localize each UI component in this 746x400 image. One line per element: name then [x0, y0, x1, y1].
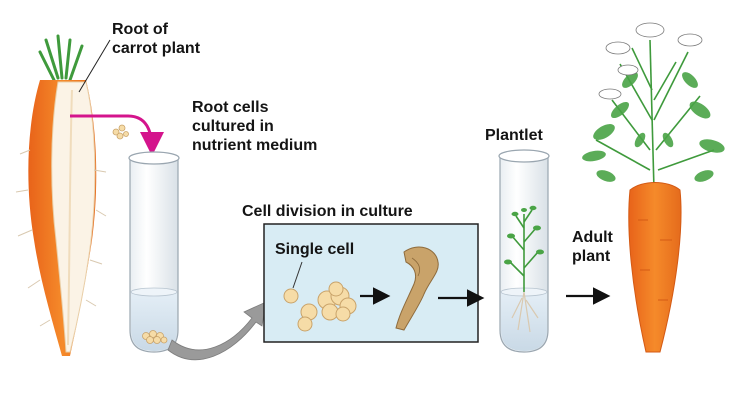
dividing-cell-cluster — [297, 281, 357, 332]
floating-root-cells — [112, 124, 129, 140]
curved-transfer-arrow — [167, 301, 267, 361]
label-adult-plant-line1: Adult — [572, 229, 613, 246]
carrot-root-illustration — [15, 34, 164, 356]
plantlet-leaves — [504, 205, 544, 265]
label-adult-plant: Adult plant — [572, 228, 613, 266]
nutrient-medium-2 — [501, 292, 547, 351]
plantlet-sprout — [509, 209, 539, 292]
label-root-of-carrot-line1: Root of — [112, 21, 168, 38]
callus-embryo — [395, 246, 439, 331]
root-leader-line — [78, 39, 111, 93]
carrot-core-line — [67, 89, 73, 346]
adult-carrot-plant — [582, 22, 725, 353]
adult-carrot-root — [628, 182, 682, 353]
adult-plant-foliage — [582, 72, 725, 182]
extraction-arrow — [70, 114, 164, 156]
carrot-rootlets — [15, 149, 107, 327]
carrot-top-leaves — [38, 34, 84, 82]
label-root-cells-line2: cultured in — [192, 118, 274, 135]
single-cell-dot — [283, 288, 299, 304]
label-adult-plant-line2: plant — [572, 248, 611, 265]
label-root-cells-line3: nutrient medium — [192, 137, 318, 154]
label-plantlet: Plantlet — [485, 127, 543, 144]
label-single-cell: Single cell — [275, 241, 355, 258]
adult-plant-stems — [595, 39, 715, 191]
culture-box — [263, 223, 479, 343]
label-root-of-carrot: Root of carrot plant — [112, 20, 200, 58]
adult-root-ridges — [638, 219, 672, 301]
label-root-cells-cultured: Root cells cultured in nutrient medium — [192, 98, 317, 155]
single-cell-pointer — [292, 261, 303, 289]
cultured-cells — [142, 330, 168, 344]
carrot-cut-face — [51, 81, 96, 353]
label-root-of-carrot-line2: carrot plant — [112, 40, 201, 57]
label-cell-division: Cell division in culture — [242, 203, 413, 220]
test-tube-2 — [498, 149, 550, 353]
adult-plant-flowers — [598, 22, 703, 100]
plantlet-roots — [511, 291, 539, 333]
test-tube-1 — [128, 151, 180, 353]
label-root-cells-line1: Root cells — [192, 99, 269, 116]
